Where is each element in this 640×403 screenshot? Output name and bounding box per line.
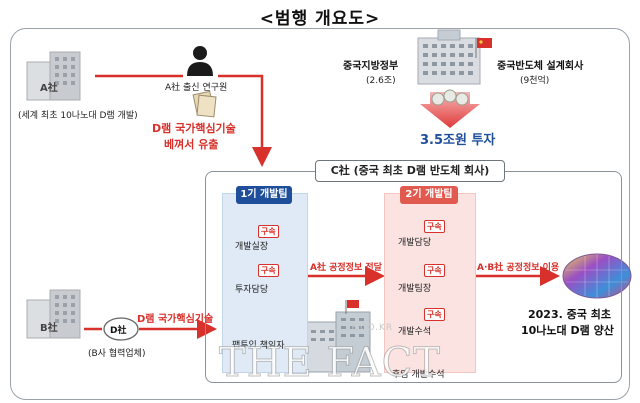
b-tech-label: D램 국가핵심기술	[137, 314, 214, 325]
design-amount: (9천억)	[520, 76, 550, 86]
leak-text-line1: D램 국가핵심기술	[152, 122, 236, 135]
researcher-person-icon	[187, 46, 213, 76]
company-a-building-icon	[26, 51, 81, 101]
arrest-badge: 구속	[424, 264, 445, 277]
diagram-frame	[10, 28, 630, 400]
gov-building-icon	[417, 29, 481, 85]
team2-label: 2기 개발팀	[400, 186, 458, 204]
team2-member-4: 후임 개발수석	[392, 370, 445, 380]
design-name: 중국반도체 설계회사	[497, 61, 584, 72]
company-b-name: B社	[40, 323, 58, 334]
gov-name: 중국지방정부	[343, 61, 399, 72]
arrest-badge: 구속	[258, 225, 279, 238]
arrest-badge: 구속	[424, 308, 445, 321]
team1-member-3: 팹투입 책임자	[232, 341, 285, 351]
arrest-badge: 구속	[424, 220, 445, 233]
team1-panel	[222, 193, 308, 373]
team1-member-1: 개발실장	[235, 242, 269, 252]
team2-member-2: 개발팀장	[398, 284, 432, 294]
team1-member-2: 투자담당	[235, 285, 269, 295]
watermark: THE FACT	[219, 340, 441, 387]
arrow-ac-label: A社 공정정보 전달	[310, 263, 382, 273]
company-c-title: C社 (중국 최초 D램 반도체 회사)	[315, 160, 505, 182]
team1-label: 1기 개발팀	[236, 186, 292, 204]
company-b-building-icon	[26, 289, 81, 339]
wafer-icon	[562, 253, 632, 299]
team2-member-1: 개발담당	[398, 238, 432, 248]
arrow-ab-label: A·B社 공정정보 이용	[477, 263, 560, 273]
company-d-name: D社	[110, 326, 127, 336]
company-a-name: A社	[40, 83, 58, 94]
watermark-small: TF.CO.KR	[345, 323, 394, 333]
company-b-caption: (B사 협력업체)	[88, 349, 146, 359]
company-c-building-icon	[305, 300, 371, 373]
gov-amount: (2.6조)	[366, 76, 396, 86]
result-line2: 10나노대 D램 양산	[521, 324, 614, 337]
team2-member-3: 개발수석	[398, 327, 432, 337]
researcher-label: A社 출신 연구원	[165, 83, 228, 93]
leak-text-line2: 베껴서 유출	[164, 138, 219, 151]
documents-icon	[192, 90, 217, 118]
page-title: <범행 개요도>	[259, 9, 381, 29]
investment-label: 3.5조원 투자	[420, 133, 496, 148]
result-line1: 2023. 중국 최초	[528, 308, 611, 321]
company-a-caption: (세계 최초 10나노대 D램 개발)	[18, 111, 138, 121]
china-flag-icon	[475, 38, 492, 58]
money-bags-icon	[431, 89, 469, 106]
company-d-circle	[103, 317, 139, 341]
arrest-badge: 구속	[258, 264, 279, 277]
